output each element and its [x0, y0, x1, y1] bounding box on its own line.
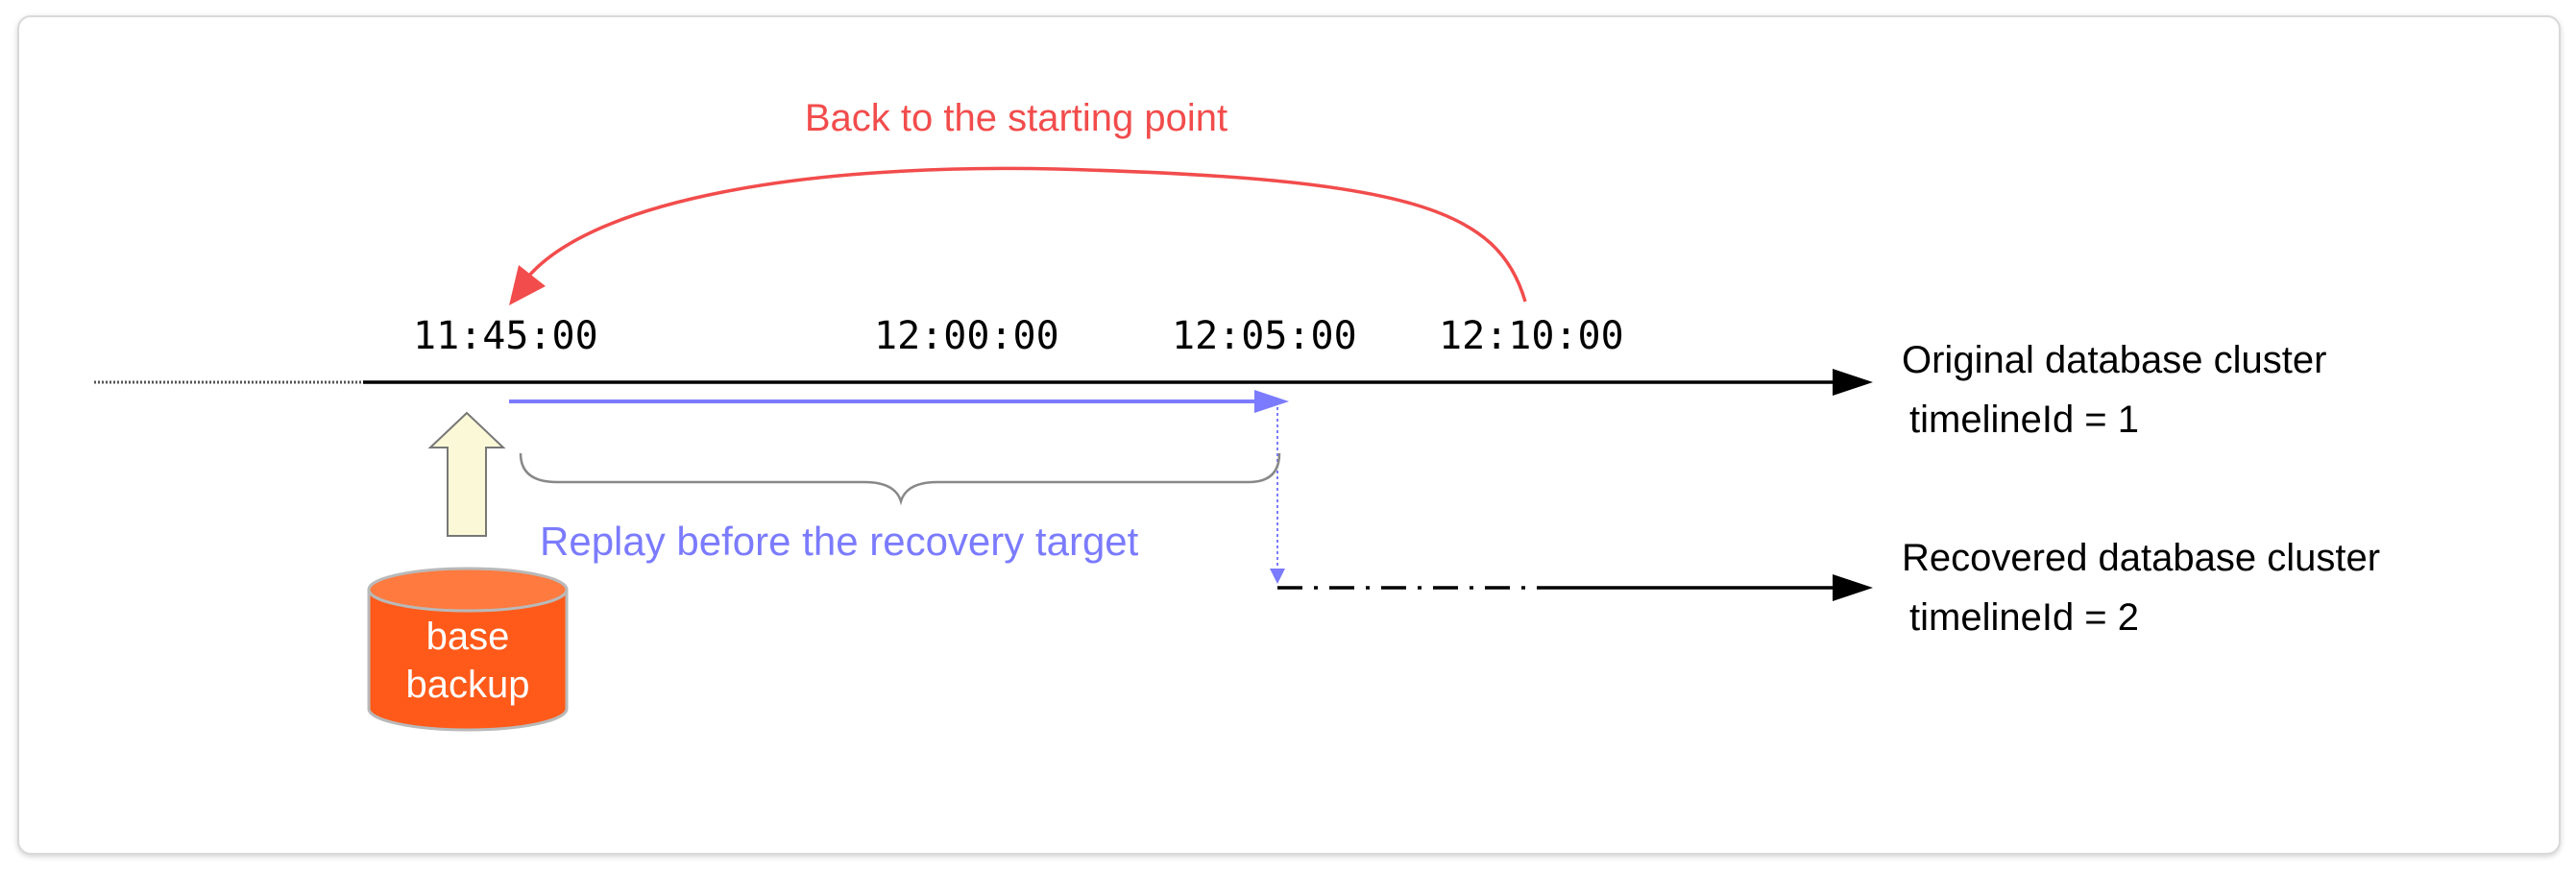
time-label-1210: 12:10:00 — [1439, 314, 1624, 358]
time-label-1145: 11:45:00 — [413, 314, 598, 358]
back-to-start-arrow — [526, 166, 1527, 303]
timeline-original-arrowhead — [1833, 369, 1873, 396]
replay-span-brace — [519, 452, 1281, 506]
diagram-frame: Back to the starting point 11:45:00 12:0… — [17, 15, 2561, 855]
replay-arrowhead — [1254, 390, 1289, 413]
back-to-start-arrowhead — [509, 265, 546, 305]
base-backup-label-line2: backup — [406, 664, 530, 706]
replay-label: Replay before the recovery target — [540, 519, 1139, 564]
recovery-timeline-diagram: Back to the starting point 11:45:00 12:0… — [94, 97, 2380, 732]
time-label-1205: 12:05:00 — [1172, 314, 1357, 358]
time-label-1200: 12:00:00 — [874, 314, 1059, 358]
base-backup-up-arrow-icon — [427, 411, 506, 537]
recovered-timeline-id: timelineId = 2 — [1909, 596, 2139, 639]
original-cluster-label: Original database cluster — [1902, 339, 2326, 381]
replay-drop-arrowhead — [1270, 569, 1285, 584]
recovered-cluster-label: Recovered database cluster — [1902, 537, 2380, 579]
base-backup-cylinder-icon — [367, 567, 569, 732]
base-backup-label-line1: base — [426, 616, 510, 658]
back-to-start-label: Back to the starting point — [805, 97, 1227, 139]
timeline-recovered-arrowhead — [1833, 574, 1873, 601]
original-timeline-id: timelineId = 1 — [1909, 399, 2139, 441]
